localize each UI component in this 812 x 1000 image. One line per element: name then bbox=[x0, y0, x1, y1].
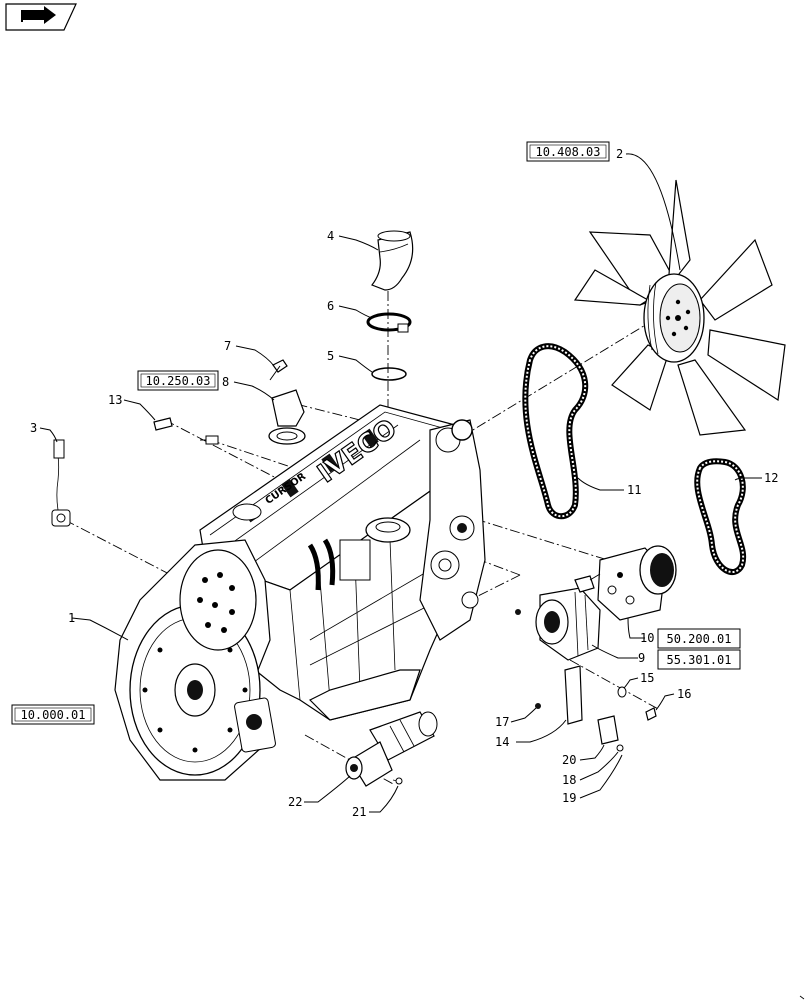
callout-16: 16 bbox=[677, 687, 691, 701]
temperature-sensor[interactable] bbox=[51, 439, 71, 527]
bracket[interactable] bbox=[564, 665, 583, 725]
callout-11: 11 bbox=[627, 483, 641, 497]
bolt-17[interactable] bbox=[535, 703, 541, 709]
drive-belt-large[interactable] bbox=[522, 343, 589, 520]
callout-3: 3 bbox=[30, 421, 37, 435]
callout-2: 2 bbox=[616, 147, 623, 161]
bolt-16[interactable] bbox=[645, 707, 657, 721]
callout-8: 8 bbox=[222, 375, 229, 389]
callout-10: 10 bbox=[640, 631, 654, 645]
callout-4: 4 bbox=[327, 229, 334, 243]
intake-elbow[interactable] bbox=[371, 230, 414, 291]
ac-compressor[interactable] bbox=[597, 545, 677, 621]
leader-lines bbox=[39, 153, 762, 813]
callout-12: 12 bbox=[764, 471, 778, 485]
callout-20: 20 bbox=[562, 753, 576, 767]
callout-14: 14 bbox=[495, 735, 509, 749]
reference-box-compressor[interactable]: 50.200.01 bbox=[657, 628, 741, 649]
reference-engine-text: 10.000.01 bbox=[20, 708, 85, 722]
reference-compressor-text: 50.200.01 bbox=[666, 632, 731, 646]
gasket-13[interactable] bbox=[153, 417, 173, 431]
callout-6: 6 bbox=[327, 299, 334, 313]
callout-numbers: 1 2 3 4 5 6 7 8 9 10 11 12 13 14 15 16 1… bbox=[30, 147, 778, 819]
callout-15: 15 bbox=[640, 671, 654, 685]
reference-alternator-text: 55.301.01 bbox=[666, 653, 731, 667]
alternator[interactable] bbox=[535, 573, 601, 661]
reference-box-engine[interactable]: 10.000.01 bbox=[11, 704, 95, 725]
hose-clamp[interactable] bbox=[366, 312, 412, 333]
bolt-7[interactable] bbox=[269, 359, 288, 381]
callout-5: 5 bbox=[327, 349, 334, 363]
drive-belt-small[interactable] bbox=[694, 458, 747, 575]
nav-button[interactable] bbox=[5, 3, 77, 31]
callout-1: 1 bbox=[68, 611, 75, 625]
bolt-15[interactable] bbox=[617, 686, 627, 698]
cooling-fan[interactable] bbox=[573, 179, 786, 436]
oil-filler[interactable] bbox=[268, 389, 306, 445]
callout-18: 18 bbox=[562, 773, 576, 787]
callout-21: 21 bbox=[352, 805, 366, 819]
callout-7: 7 bbox=[224, 339, 231, 353]
callout-13: 13 bbox=[108, 393, 122, 407]
reference-fan-text: 10.408.03 bbox=[535, 145, 600, 159]
reference-filler-text: 10.250.03 bbox=[145, 374, 210, 388]
starter-bolt[interactable] bbox=[392, 777, 403, 785]
reference-box-filler[interactable]: 10.250.03 bbox=[137, 370, 219, 391]
relay[interactable] bbox=[597, 715, 619, 745]
reference-box-alternator[interactable]: 55.301.01 bbox=[657, 649, 741, 670]
callout-17: 17 bbox=[495, 715, 509, 729]
callout-9: 9 bbox=[638, 651, 645, 665]
callout-19: 19 bbox=[562, 791, 576, 805]
o-ring[interactable] bbox=[371, 367, 407, 381]
forward-arrow-icon bbox=[21, 6, 56, 24]
corner-tick bbox=[799, 995, 805, 1000]
starter-motor[interactable] bbox=[345, 711, 438, 787]
engine-assembly[interactable]: IVECO CURSOR bbox=[114, 404, 486, 781]
callout-22: 22 bbox=[288, 795, 302, 809]
small-nut[interactable] bbox=[515, 609, 521, 615]
reference-box-fan[interactable]: 10.408.03 bbox=[526, 141, 610, 162]
nut-18[interactable] bbox=[616, 744, 624, 752]
bolt-13b[interactable] bbox=[200, 435, 219, 445]
